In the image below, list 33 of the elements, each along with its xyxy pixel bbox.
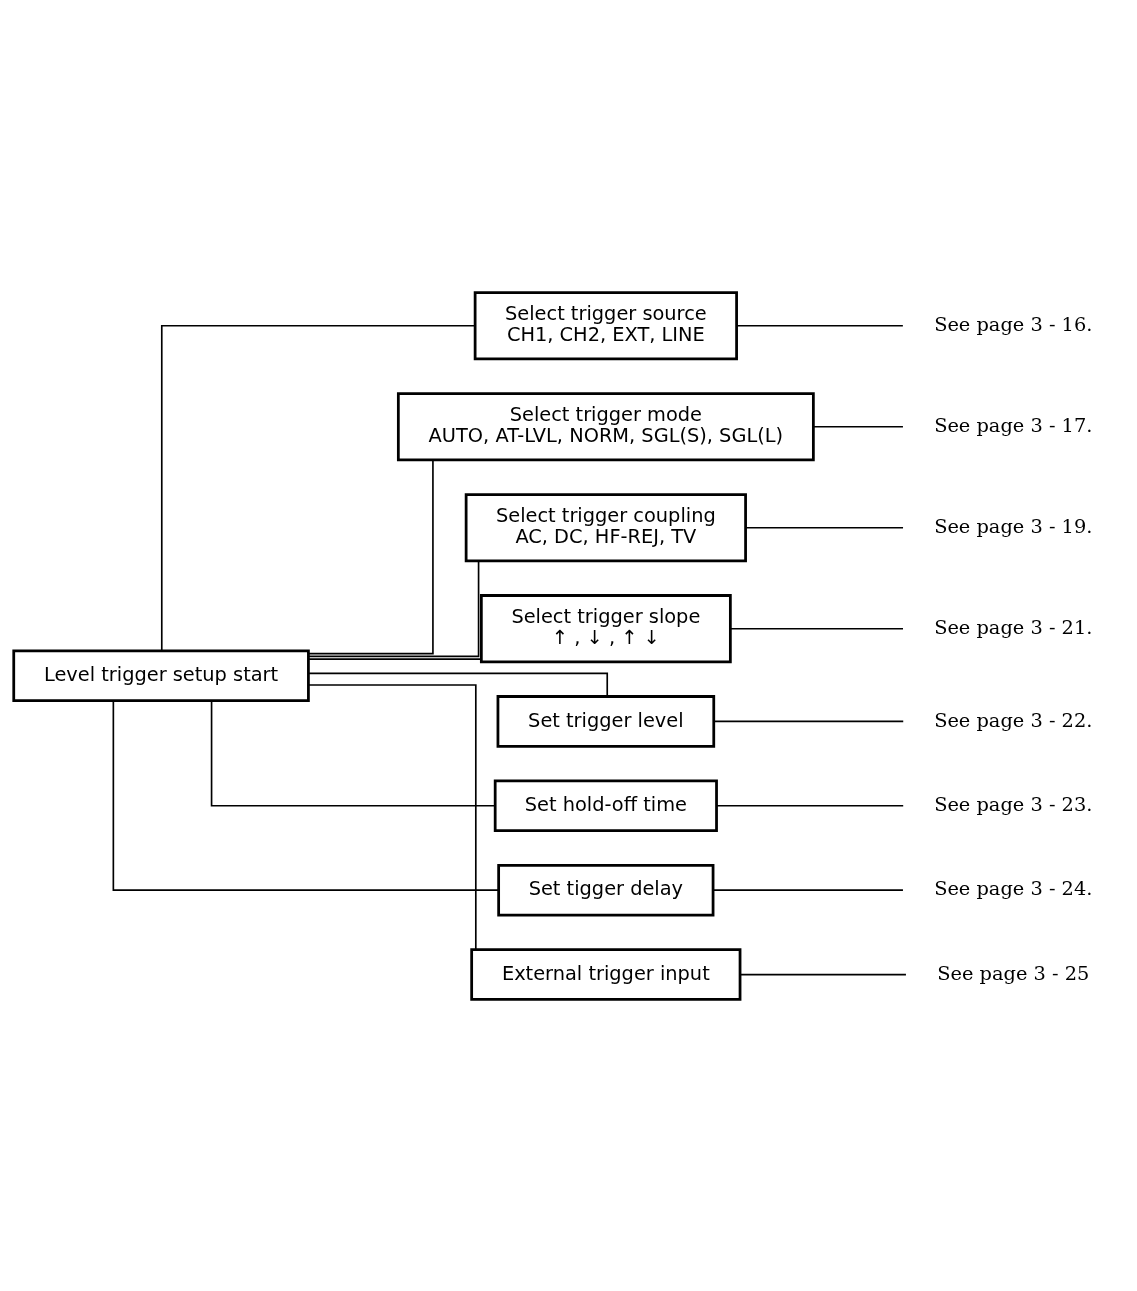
node-text: See page 3 - 19. xyxy=(934,514,1093,538)
connector xyxy=(730,627,904,630)
node-box: Set trigger level xyxy=(496,694,716,748)
connector xyxy=(210,699,496,807)
connector xyxy=(160,324,476,651)
node-box: Set hold-off time xyxy=(493,779,718,832)
node-text: See page 3 - 21. xyxy=(934,615,1093,639)
connector xyxy=(307,657,482,660)
connector xyxy=(715,804,905,807)
connector xyxy=(736,324,904,327)
connector xyxy=(712,888,904,891)
node-box: Level trigger setup start xyxy=(12,648,310,702)
connector xyxy=(812,425,904,428)
connector xyxy=(112,699,500,891)
connector xyxy=(713,720,905,722)
node-text: See page 3 - 25 xyxy=(937,961,1090,985)
node-box: Select trigger source CH1, CH2, EXT, LINE xyxy=(473,290,738,360)
node-text: See page 3 - 16. xyxy=(934,312,1093,336)
connector xyxy=(307,683,477,950)
connector xyxy=(307,458,434,654)
connector xyxy=(308,672,609,697)
connector xyxy=(307,560,480,657)
node-box: Set tigger delay xyxy=(497,863,715,916)
connector xyxy=(745,526,904,529)
node-text: See page 3 - 22. xyxy=(934,708,1093,732)
node-box: External trigger input xyxy=(470,947,742,1001)
connector xyxy=(739,973,907,975)
node-text: See page 3 - 23. xyxy=(934,792,1093,816)
node-text: See page 3 - 24. xyxy=(934,876,1093,900)
node-box: Select trigger slope ↑ , ↓ , ↑ ↓ xyxy=(479,593,732,663)
node-text: See page 3 - 17. xyxy=(934,413,1093,437)
node-box: Select trigger coupling AC, DC, HF-REJ, TV xyxy=(464,492,747,562)
node-box: Select trigger mode AUTO, AT-LVL, NORM, SGL(S), SGL(L) xyxy=(396,391,815,461)
